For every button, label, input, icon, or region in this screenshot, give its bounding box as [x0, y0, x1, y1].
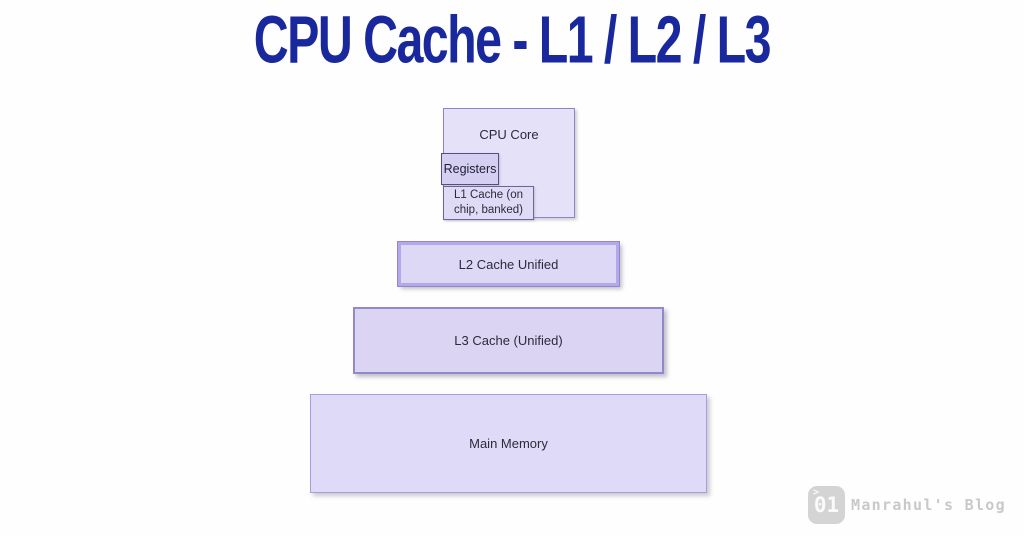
l1-cache-box: L1 Cache (on chip, banked) — [443, 186, 534, 220]
caret-icon: > — [813, 487, 820, 498]
registers-box: Registers — [441, 153, 499, 185]
blog-name-text: Manrahul's Blog — [851, 496, 1006, 514]
l2-cache-label: L2 Cache Unified — [458, 256, 559, 272]
registers-label: Registers — [443, 162, 497, 176]
blog-watermark: > 01 Manrahul's Blog — [808, 486, 1006, 524]
blog-logo-badge: > 01 — [808, 486, 845, 524]
l2-cache-box: L2 Cache Unified — [398, 242, 619, 286]
main-memory-label: Main Memory — [469, 436, 548, 451]
l3-cache-label: L3 Cache (Unified) — [454, 333, 563, 348]
cpu-core-label: CPU Core — [479, 127, 539, 142]
l3-cache-box: L3 Cache (Unified) — [353, 307, 664, 374]
blog-logo-number: 01 — [813, 493, 840, 517]
page-title-text: CPU Cache - L1 / L2 / L3 — [253, 3, 772, 78]
page-title: CPU Cache - L1 / L2 / L3 — [0, 2, 1024, 78]
l1-cache-label: L1 Cache (on chip, banked) — [453, 189, 524, 216]
main-memory-box: Main Memory — [310, 394, 707, 493]
